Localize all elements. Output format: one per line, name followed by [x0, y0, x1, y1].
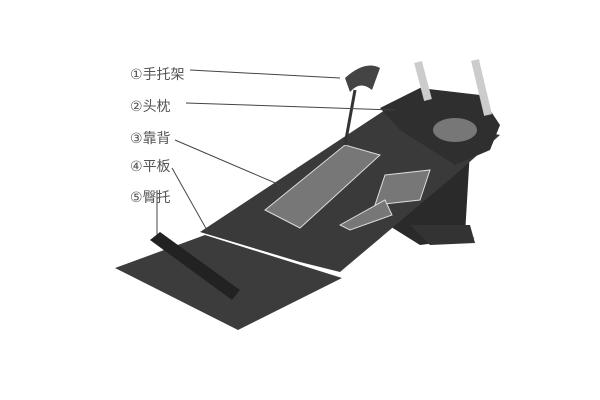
label-headrest: ②头枕 — [130, 99, 171, 115]
butt-rest — [150, 232, 240, 300]
hand-rest-post — [343, 89, 357, 146]
label-flat-plate: ④平板 — [130, 159, 171, 175]
leader-lines — [156, 69, 396, 235]
label-butt-rest: ⑤臀托 — [130, 190, 171, 206]
backrest-grid — [264, 144, 431, 231]
side-post — [471, 59, 492, 116]
head-cushion — [433, 118, 477, 142]
backrest — [200, 110, 500, 272]
label-backrest: ③靠背 — [130, 131, 171, 147]
foot-base — [410, 225, 475, 245]
label-hand-support: ①手托架 — [130, 67, 185, 83]
side-post — [414, 60, 432, 102]
hand-rest — [345, 65, 380, 92]
